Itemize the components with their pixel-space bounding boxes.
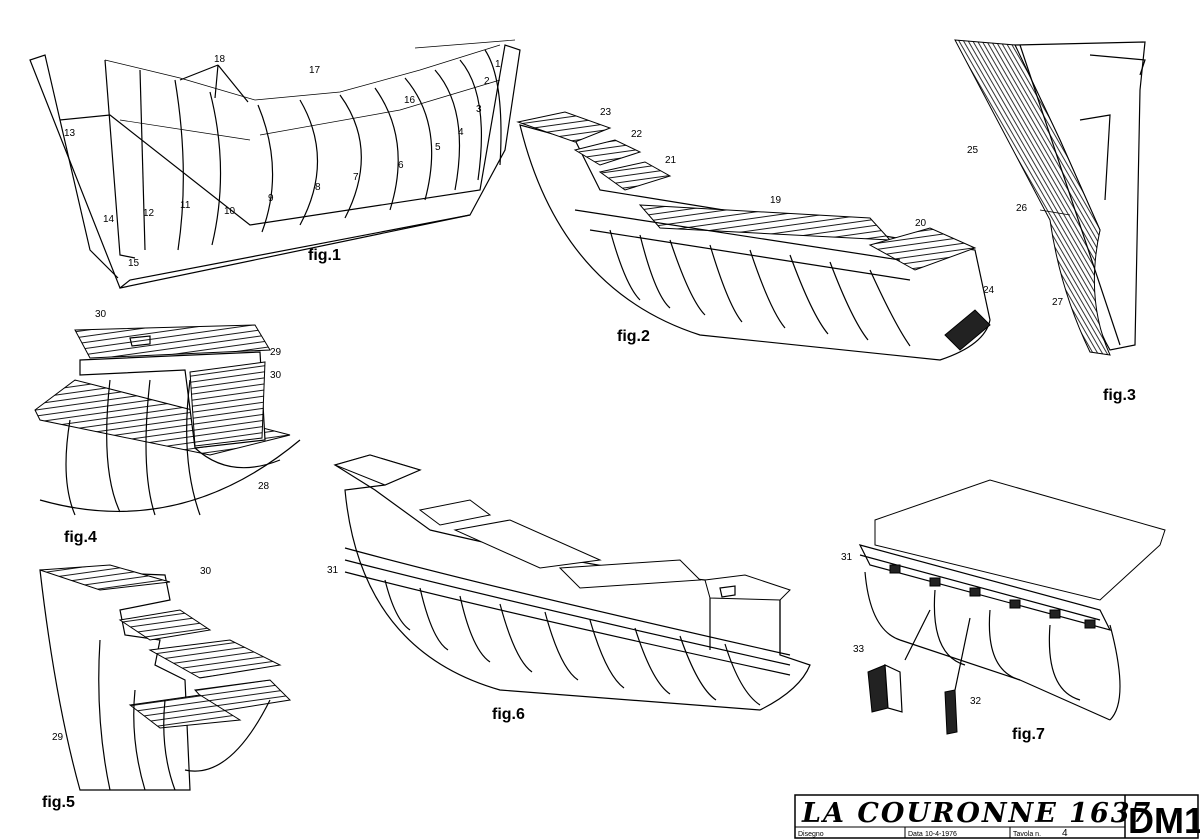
title-block: LA COURONNE 1637 DM17 Disegno Data 10-4-… (794, 794, 1200, 840)
part-label: 9 (268, 193, 274, 204)
part-label: 2 (484, 76, 490, 87)
drawing-date: 10-4-1976 (925, 831, 957, 838)
part-label: 1 (495, 59, 501, 70)
part-label: 27 (1052, 297, 1064, 308)
part-label: 16 (404, 95, 416, 106)
figure-caption-5: fig.5 (42, 794, 75, 811)
part-label: 22 (631, 129, 643, 140)
part-label: 14 (103, 214, 115, 225)
part-label: 23 (600, 107, 612, 118)
figure-7-part-numbers: 31 32 33 (841, 552, 982, 707)
figure-2-hull-with-decks (516, 111, 991, 361)
figure-3-stern-planking (954, 39, 1146, 356)
part-label: 30 (270, 370, 282, 381)
figure-2-part-numbers: 19 20 21 22 23 24 (600, 107, 995, 296)
figure-6-part-numbers: 31 (327, 565, 339, 576)
part-label: 13 (64, 128, 76, 139)
part-label: 10 (224, 206, 236, 217)
part-label: 21 (665, 155, 677, 166)
label-drawing: Disegno (798, 831, 824, 838)
part-label: 31 (327, 565, 339, 576)
part-label: 30 (95, 309, 107, 320)
figure-5-part-numbers: 29 30 (52, 566, 212, 743)
label-sheet: Tavola n. (1013, 831, 1041, 838)
label-date: Data (908, 831, 923, 838)
part-label: 17 (309, 65, 321, 76)
sheet-number: 4 (1062, 828, 1068, 839)
part-label: 3 (476, 104, 482, 115)
figure-5-bow-decks (39, 564, 292, 791)
figure-4-part-numbers: 28 29 30 30 (95, 309, 282, 492)
figure-4-stern-deck-detail (34, 324, 301, 516)
part-label: 29 (52, 732, 64, 743)
part-label: 19 (770, 195, 782, 206)
drawing-title: LA COURONNE 1637 (801, 798, 1152, 829)
figure-caption-7: fig.7 (1012, 726, 1045, 743)
part-label: 28 (258, 481, 270, 492)
part-label: 8 (315, 182, 321, 193)
figure-caption-4: fig.4 (64, 529, 97, 546)
figure-caption-2: fig.2 (617, 328, 650, 345)
part-label: 7 (353, 172, 359, 183)
figure-1-keel-and-frames (29, 39, 521, 289)
part-label: 25 (967, 145, 979, 156)
part-label: 4 (458, 127, 464, 138)
figure-7-gunport-detail (858, 479, 1166, 735)
part-label: 12 (143, 208, 155, 219)
figure-3-part-numbers: 25 26 27 (967, 145, 1064, 308)
figure-6-complete-hull (333, 454, 811, 711)
part-label: 5 (435, 142, 441, 153)
part-label: 6 (398, 160, 404, 171)
figure-caption-3: fig.3 (1103, 387, 1136, 404)
part-label: 15 (128, 258, 140, 269)
part-label: 26 (1016, 203, 1028, 214)
part-label: 18 (214, 54, 226, 65)
part-label: 31 (841, 552, 853, 563)
drawing-code: DM17 (1128, 800, 1200, 840)
part-label: 24 (983, 285, 995, 296)
part-label: 29 (270, 347, 282, 358)
part-label: 32 (970, 696, 982, 707)
figure-caption-6: fig.6 (492, 706, 525, 723)
figure-1-part-numbers: 1 2 3 4 5 6 7 8 9 10 11 12 13 14 15 16 1… (64, 54, 501, 269)
part-label: 30 (200, 566, 212, 577)
part-label: 20 (915, 218, 927, 229)
part-label: 11 (180, 200, 191, 211)
figure-caption-1: fig.1 (308, 247, 341, 264)
part-label: 33 (853, 644, 865, 655)
